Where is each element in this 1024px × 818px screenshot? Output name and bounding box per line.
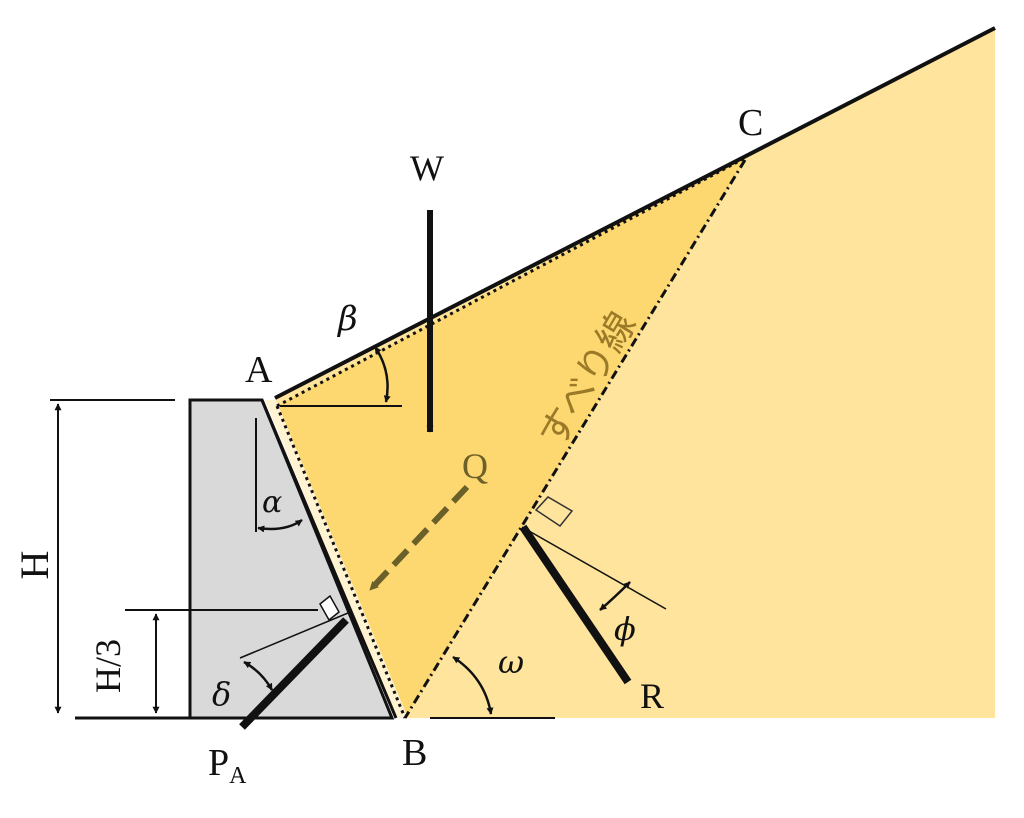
w-label: W	[410, 148, 444, 188]
pa-force-arrow	[239, 617, 349, 730]
h3-label: H/3	[88, 639, 128, 693]
pa-label: PA	[208, 742, 247, 789]
slip-normal-line	[521, 526, 667, 610]
q-force-arrow	[367, 484, 470, 593]
ground-surface	[274, 26, 996, 400]
pa-right-angle-mark	[319, 594, 340, 622]
r-label: R	[640, 676, 664, 716]
q-label: Q	[462, 446, 488, 486]
wall-back-face	[265, 400, 408, 718]
beta-arc	[373, 346, 391, 403]
phi-arc	[599, 581, 631, 611]
wall-face-line	[260, 399, 398, 719]
wedge-top-dotted	[276, 156, 746, 408]
pa-label-main: P	[208, 742, 229, 784]
slip-line	[403, 159, 747, 719]
omega-arc	[452, 655, 494, 715]
wall-face-dotted	[275, 405, 407, 719]
point-c-label: C	[738, 102, 763, 144]
alpha-arc	[257, 518, 303, 533]
pa-label-sub: A	[229, 763, 247, 789]
point-b-label: B	[402, 732, 427, 774]
beta-label: β	[336, 299, 358, 339]
r-force-arrow	[519, 524, 632, 685]
delta-label: δ	[212, 675, 231, 713]
point-a-label: A	[245, 349, 273, 391]
phi-label: ϕ	[614, 610, 636, 648]
alpha-label: α	[262, 485, 282, 520]
r-right-angle-mark	[534, 496, 574, 528]
h-label: H	[12, 551, 57, 580]
wall-normal-line	[239, 612, 349, 659]
sliding-wedge-abc	[277, 155, 748, 718]
delta-arc	[243, 660, 274, 691]
omega-label: ω	[498, 643, 524, 681]
